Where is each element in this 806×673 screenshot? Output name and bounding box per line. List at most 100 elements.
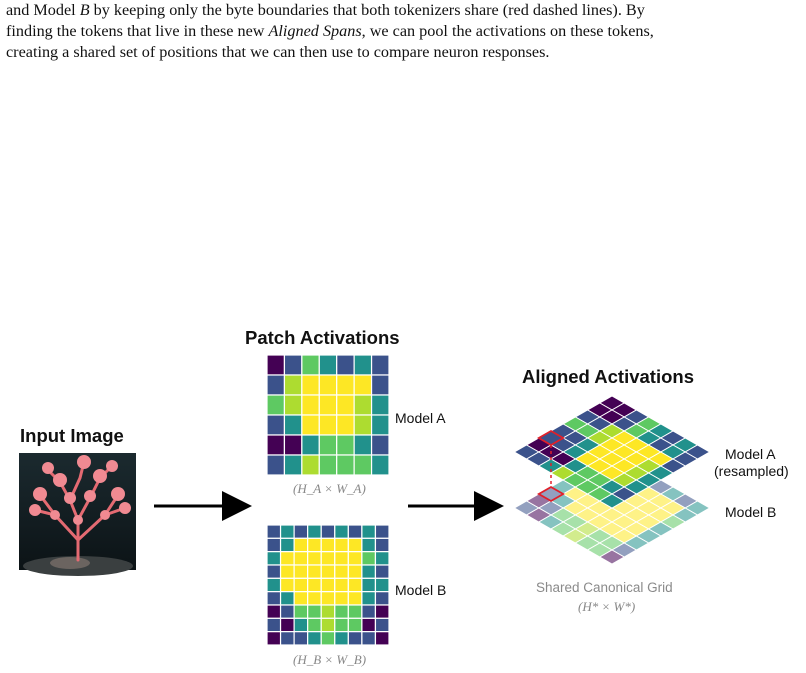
aligned-cell	[598, 549, 626, 565]
shared-grid-dimensions: (H* × W*)	[578, 599, 636, 614]
patch-cell	[347, 551, 363, 566]
patch-cell	[293, 617, 309, 633]
patch-cell	[336, 374, 355, 396]
patch-cell	[307, 591, 322, 606]
patch-cell	[293, 537, 309, 553]
patch-cell	[293, 591, 309, 606]
patch-cell	[307, 537, 322, 553]
model-b-label: Model B	[395, 582, 447, 598]
patch-cell	[347, 537, 363, 553]
aligned-model-a-label: Model A	[725, 446, 776, 462]
patch-cell	[266, 551, 282, 566]
paragraph-line-2: finding the tokens that live in these ne…	[6, 22, 654, 40]
patch-cell	[353, 434, 373, 456]
patch-cell	[370, 354, 390, 376]
patch-cell	[361, 537, 377, 553]
patch-cell	[283, 374, 303, 396]
patch-cell	[361, 604, 377, 619]
patch-cell	[266, 524, 282, 539]
patch-cell	[293, 551, 309, 566]
patch-cell	[374, 604, 390, 619]
patch-cell	[307, 617, 322, 633]
patch-cell	[320, 591, 336, 606]
paragraph-line-3: creating a shared set of positions that …	[6, 43, 550, 61]
patch-cell	[361, 631, 377, 646]
patch-cell	[336, 354, 355, 376]
patch-cell	[266, 631, 282, 646]
patch-cell	[374, 564, 390, 579]
model-a-label: Model A	[395, 410, 446, 426]
aligned-activations-title: Aligned Activations	[522, 366, 695, 387]
patch-cell	[334, 631, 349, 646]
patch-cell	[301, 394, 320, 416]
patch-cell	[320, 564, 336, 579]
patch-cell	[320, 551, 336, 566]
patch-cell	[320, 631, 336, 646]
patch-cell	[279, 617, 295, 633]
patch-cell	[283, 414, 303, 436]
patch-cell	[334, 617, 349, 633]
patch-cell	[293, 524, 309, 539]
patch-cell	[307, 564, 322, 579]
patch-cell	[374, 524, 390, 539]
patch-cell	[334, 577, 349, 593]
patch-cell	[320, 617, 336, 633]
patch-cell	[374, 577, 390, 593]
model-b-dimensions: (H_B × W_B)	[293, 652, 367, 667]
patch-cell	[320, 537, 336, 553]
patch-cell	[336, 414, 355, 436]
patch-cell	[353, 374, 373, 396]
patch-cell	[361, 577, 377, 593]
patch-cell	[334, 591, 349, 606]
aligned-model-a-layer	[513, 395, 711, 509]
patch-cell	[353, 394, 373, 416]
patch-cell	[320, 524, 336, 539]
patch-cell	[374, 631, 390, 646]
patch-cell	[283, 454, 303, 476]
patch-cell	[361, 617, 377, 633]
patch-cell	[266, 617, 282, 633]
patch-cell	[301, 374, 320, 396]
patch-cell	[293, 564, 309, 579]
patch-cell	[266, 537, 282, 553]
alignment-marker	[536, 429, 566, 503]
input-image-title: Input Image	[20, 425, 124, 446]
patch-cell	[293, 577, 309, 593]
patch-cell	[318, 354, 338, 376]
patch-cell	[347, 564, 363, 579]
patch-cell	[266, 604, 282, 619]
patch-cell	[283, 394, 303, 416]
patch-cell	[347, 631, 363, 646]
paragraph-line-1: and Model B by keeping only the byte bou…	[6, 1, 645, 19]
patch-cell	[301, 414, 320, 436]
model-a-dimensions: (H_A × W_A)	[293, 481, 366, 496]
patch-cell	[374, 617, 390, 633]
patch-cell	[374, 551, 390, 566]
patch-cell	[347, 577, 363, 593]
patch-cell	[283, 354, 303, 376]
patch-cell	[361, 591, 377, 606]
patch-cell	[266, 591, 282, 606]
patch-cell	[266, 374, 286, 396]
patch-cell	[353, 414, 373, 436]
patch-cell	[336, 394, 355, 416]
patch-cell	[307, 577, 322, 593]
patch-cell	[347, 604, 363, 619]
patch-cell	[266, 564, 282, 579]
patch-cell	[307, 524, 322, 539]
patch-cell	[279, 631, 295, 646]
patch-cell	[318, 434, 338, 456]
patch-cell	[279, 604, 295, 619]
patch-cell	[279, 577, 295, 593]
patch-cell	[318, 374, 338, 396]
body-paragraph: and Model B by keeping only the byte bou…	[6, 0, 804, 63]
patch-cell	[361, 564, 377, 579]
patch-cell	[320, 604, 336, 619]
patch-cell	[361, 551, 377, 566]
patch-cell	[279, 591, 295, 606]
patch-cell	[293, 604, 309, 619]
patch-cell	[266, 577, 282, 593]
patch-cell	[334, 537, 349, 553]
patch-cell	[279, 564, 295, 579]
